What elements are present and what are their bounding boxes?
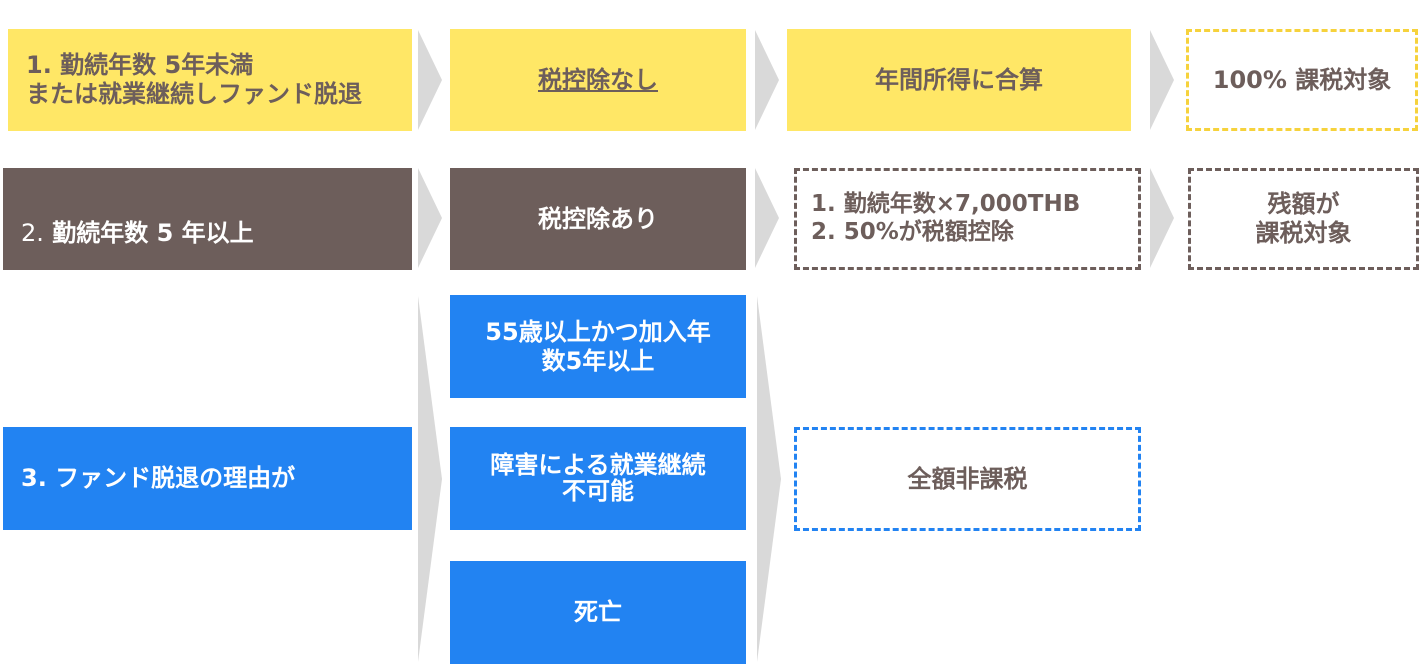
remainder-taxable-label: 残額が 課税対象 <box>1255 190 1352 247</box>
add-to-annual-income-label: 年間所得に合算 <box>875 65 1043 94</box>
condition-over-5-years-text: 2. 勤続年数 5 年以上 <box>21 190 254 248</box>
fully-tax-exempt: 全額非課税 <box>794 427 1141 531</box>
arrow-row3-2 <box>757 296 781 662</box>
tax-deduction-available: 税控除あり <box>450 168 746 270</box>
condition-fund-withdrawal-reason-label: 3. ファンド脱退の理由が <box>21 464 296 493</box>
reason-death: 死亡 <box>450 561 746 664</box>
arrow-row1-2 <box>755 30 779 130</box>
fully-tax-exempt-label: 全額非課税 <box>907 464 1028 493</box>
reason-age-55-label: 55歳以上かつ加入年 数5年以上 <box>485 317 711 375</box>
arrow-row1-1 <box>418 30 442 130</box>
arrow-row1-3 <box>1150 30 1174 130</box>
condition-over-5-years-number: 2. <box>21 219 44 247</box>
tax-deduction-available-label: 税控除あり <box>538 204 658 233</box>
arrow-row2-2 <box>755 168 779 268</box>
reason-age-55: 55歳以上かつ加入年 数5年以上 <box>450 295 746 398</box>
condition-fund-withdrawal-reason: 3. ファンド脱退の理由が <box>3 427 412 530</box>
reason-disability-label: 障害による就業継続 不可能 <box>490 451 706 505</box>
condition-under-5-years-label: 1. 勤続年数 5年未満 または就業継続しファンド脱退 <box>26 51 362 108</box>
arrow-row3-1 <box>418 296 442 662</box>
condition-over-5-years-label: 勤続年数 5 年以上 <box>43 219 254 247</box>
fully-taxable-label: 100% 課税対象 <box>1212 65 1392 94</box>
no-tax-deduction: 税控除なし <box>450 29 746 131</box>
condition-under-5-years: 1. 勤続年数 5年未満 または就業継続しファンド脱退 <box>8 29 412 131</box>
condition-over-5-years: 2. 勤続年数 5 年以上 <box>3 168 412 270</box>
deduction-calculation: 1. 勤続年数×7,000THB 2. 50%が税額控除 <box>794 168 1141 270</box>
arrow-row2-3 <box>1150 168 1174 268</box>
deduction-calculation-label: 1. 勤続年数×7,000THB 2. 50%が税額控除 <box>811 191 1081 245</box>
fully-taxable: 100% 課税対象 <box>1186 29 1418 131</box>
reason-death-label: 死亡 <box>574 598 622 627</box>
reason-disability: 障害による就業継続 不可能 <box>450 427 746 530</box>
add-to-annual-income: 年間所得に合算 <box>787 29 1131 131</box>
no-tax-deduction-label: 税控除なし <box>538 65 658 94</box>
arrow-row2-1 <box>418 168 442 268</box>
remainder-taxable: 残額が 課税対象 <box>1188 168 1419 270</box>
